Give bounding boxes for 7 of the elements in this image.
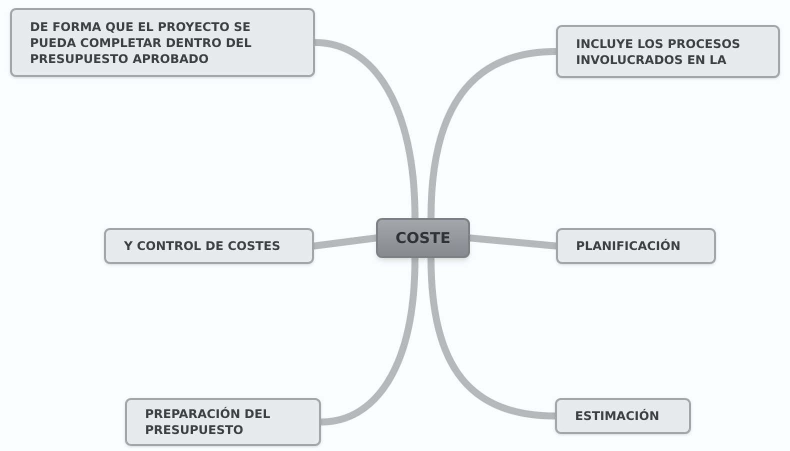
subtopic-box: DE FORMA QUE EL PROYECTO SE PUEDA COMPLETAR DENTRO DEL PRESUPUESTO APROBADO [10,8,315,77]
subtopic-box: Y CONTROL DE COSTES [104,228,314,264]
subtopic-box: INCLUYE LOS PROCESOS INVOLUCRADOS EN LA [556,25,780,78]
central-topic-box: COSTE [376,218,470,258]
subtopic-box: ESTIMACIÓN [555,398,691,434]
subtopic-box: PREPARACIÓN DEL PRESUPUESTO [125,398,321,446]
subtopic-box: PLANIFICACIÓN [556,228,716,264]
